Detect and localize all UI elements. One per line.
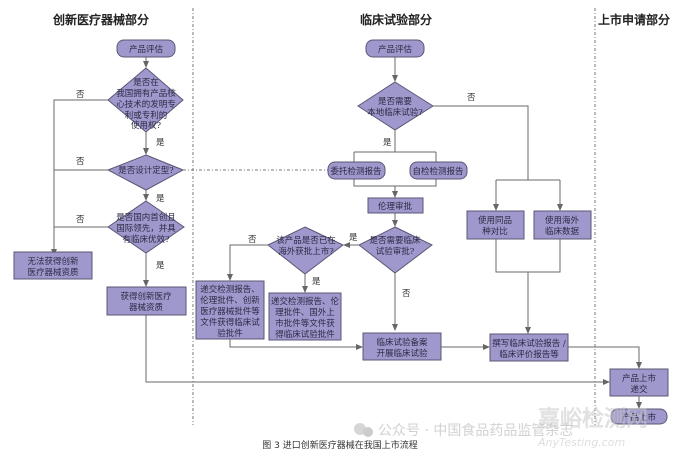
svg-text:产品上市: 产品上市 bbox=[622, 412, 657, 423]
figure-caption: 图 3 进口创新医疗器械在我国上市流程 bbox=[262, 439, 417, 451]
svg-text:公众号 · 中国食品药品监管杂志: 公众号 · 中国食品药品监管杂志 bbox=[378, 422, 573, 439]
node-b-ethics: 伦理审批 bbox=[367, 197, 424, 214]
node-a-design-decision: 是否设计定型? bbox=[106, 154, 185, 191]
section-title-innovation: 创新医疗器械部分 bbox=[52, 12, 149, 27]
wechat-watermark: 公众号 · 中国食品药品监管杂志 bbox=[354, 422, 573, 439]
node-c-market: 产品上市 bbox=[610, 408, 668, 425]
label-no: 否 bbox=[467, 93, 476, 103]
svg-text:临床数据: 临床数据 bbox=[545, 226, 580, 237]
node-b-eval: 产品评估 bbox=[365, 39, 425, 58]
site-watermark-cn: 嘉峪检测网 bbox=[538, 406, 648, 432]
svg-text:是否国内首创且: 是否国内首创且 bbox=[116, 212, 176, 223]
svg-text:递交检测报告、: 递交检测报告、 bbox=[200, 284, 260, 295]
node-a-fail: 无法获得创新 医疗器械资质 bbox=[13, 251, 93, 280]
svg-text:有临床优效?: 有临床优效? bbox=[122, 234, 170, 245]
label-no: 否 bbox=[248, 235, 257, 245]
node-a-lead-decision: 是否国内首创且 国际领先，并具 有临床优效? bbox=[107, 200, 185, 254]
svg-text:心技术的发明专: 心技术的发明专 bbox=[116, 99, 176, 110]
svg-text:试验审批?: 试验审批? bbox=[376, 246, 415, 257]
svg-text:获得创新医疗: 获得创新医疗 bbox=[120, 291, 172, 302]
label-yes: 是 bbox=[312, 277, 321, 287]
svg-text:产品评估: 产品评估 bbox=[129, 44, 164, 55]
svg-text:委托检测报告: 委托检测报告 bbox=[330, 166, 381, 177]
node-b-self: 自检检测报告 bbox=[409, 161, 468, 180]
svg-text:伦理批件、创新: 伦理批件、创新 bbox=[200, 295, 260, 306]
svg-text:伦理审批: 伦理审批 bbox=[378, 201, 413, 212]
svg-text:种对比: 种对比 bbox=[482, 226, 508, 237]
site-watermark-en: AnyTesting.com bbox=[537, 436, 625, 449]
svg-text:使用权?: 使用权? bbox=[131, 120, 162, 131]
svg-text:产品评估: 产品评估 bbox=[378, 44, 413, 55]
node-b-overseas-decision: 该产品是否已在 海外获批上市? bbox=[267, 226, 344, 275]
svg-text:临床试验备案: 临床试验备案 bbox=[376, 337, 428, 348]
node-a-patent-decision: 是否在 我国拥有产品核 心技术的发明专 利或专利的 使用权? bbox=[107, 67, 184, 133]
svg-text:文件获得临床试: 文件获得临床试 bbox=[200, 317, 260, 328]
node-b-report: 撰写临床试验报告 / 临床评价报告等 bbox=[489, 333, 569, 362]
svg-text:临床评价报告等: 临床评价报告等 bbox=[499, 349, 559, 360]
label-yes: 是 bbox=[156, 261, 165, 271]
section-title-clinical: 临床试验部分 bbox=[360, 12, 432, 27]
svg-text:递交检测报告、伦: 递交检测报告、伦 bbox=[271, 296, 340, 307]
node-b-submit-innovation: 递交检测报告、 伦理批件、创新 医疗器械批件等 文件获得临床试 验批件 bbox=[195, 280, 265, 340]
svg-text:产品上市: 产品上市 bbox=[622, 373, 657, 384]
svg-text:海外获批上市?: 海外获批上市? bbox=[278, 246, 334, 257]
node-b-same-product: 使用同品 种对比 bbox=[466, 210, 525, 240]
svg-text:市批件等文件获: 市批件等文件获 bbox=[275, 318, 335, 329]
node-b-submit-overseas: 递交检测报告、伦 理批件、国外上 市批件等文件获 得临床试验批件 bbox=[268, 292, 342, 341]
svg-text:是否设计定型?: 是否设计定型? bbox=[118, 165, 174, 176]
svg-text:该产品是否已在: 该产品是否已在 bbox=[276, 235, 336, 246]
label-no: 否 bbox=[402, 289, 411, 299]
svg-text:递交: 递交 bbox=[630, 384, 648, 395]
label-no: 否 bbox=[76, 157, 85, 167]
svg-text:我国拥有产品核: 我国拥有产品核 bbox=[116, 88, 176, 99]
svg-text:验批件: 验批件 bbox=[217, 328, 243, 339]
svg-text:无法获得创新: 无法获得创新 bbox=[27, 256, 79, 267]
label-no: 否 bbox=[76, 215, 85, 225]
label-yes: 是 bbox=[383, 138, 392, 148]
node-b-entrust: 委托检测报告 bbox=[327, 161, 386, 180]
svg-text:是否在: 是否在 bbox=[133, 77, 159, 88]
svg-text:撰写临床试验报告 /: 撰写临床试验报告 / bbox=[492, 338, 566, 349]
label-no: 否 bbox=[76, 90, 85, 100]
svg-text:利或专利的: 利或专利的 bbox=[125, 110, 168, 121]
svg-text:是否需要临床: 是否需要临床 bbox=[369, 235, 421, 246]
svg-text:得临床试验批件: 得临床试验批件 bbox=[275, 329, 335, 340]
node-b-approval-decision: 是否需要临床 试验审批? bbox=[358, 226, 433, 274]
node-a-get: 获得创新医疗 器械资质 bbox=[106, 286, 187, 316]
node-b-trial: 临床试验备案 开展临床试验 bbox=[362, 332, 442, 361]
svg-text:使用海外: 使用海外 bbox=[545, 215, 580, 226]
svg-text:是否需要: 是否需要 bbox=[378, 97, 413, 107]
svg-text:医疗器械资质: 医疗器械资质 bbox=[27, 267, 79, 278]
label-yes: 是 bbox=[349, 233, 358, 243]
label-yes: 是 bbox=[156, 194, 165, 204]
node-a-eval: 产品评估 bbox=[116, 39, 176, 58]
svg-text:本地临床试验?: 本地临床试验? bbox=[367, 107, 423, 118]
section-title-market: 上市申请部分 bbox=[598, 12, 670, 27]
node-b-local-decision: 是否需要 本地临床试验? bbox=[357, 81, 434, 131]
svg-text:器械资质: 器械资质 bbox=[129, 302, 164, 313]
svg-text:理批件、国外上: 理批件、国外上 bbox=[275, 307, 335, 318]
svg-text:使用同品: 使用同品 bbox=[478, 215, 512, 226]
node-b-foreign-data: 使用海外 临床数据 bbox=[533, 210, 592, 240]
svg-text:开展临床试验: 开展临床试验 bbox=[376, 348, 428, 359]
node-c-submit: 产品上市 递交 bbox=[609, 368, 669, 397]
svg-text:国际领先，并具: 国际领先，并具 bbox=[116, 223, 176, 234]
svg-text:医疗器械批件等: 医疗器械批件等 bbox=[200, 306, 260, 317]
svg-text:自检检测报告: 自检检测报告 bbox=[412, 166, 463, 177]
label-yes: 是 bbox=[156, 138, 165, 148]
